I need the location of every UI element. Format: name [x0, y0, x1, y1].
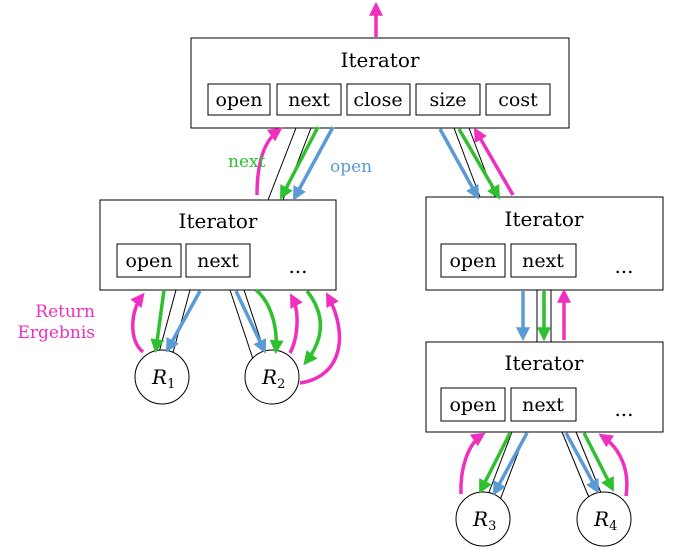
next-call-arrow	[280, 126, 320, 200]
method-open: open	[215, 89, 262, 111]
return-arrow	[255, 127, 283, 196]
method-next-cell	[510, 243, 577, 278]
node-title: Iterator	[505, 351, 584, 375]
relation-letter: R	[472, 507, 488, 531]
relation-letter: R	[261, 365, 277, 389]
open-call-arrow	[165, 290, 202, 353]
node-title: Iterator	[179, 209, 258, 233]
method-size: size	[429, 89, 466, 111]
return-arrow	[598, 433, 629, 497]
method-open: open	[449, 250, 496, 272]
next-call-arrow	[303, 289, 323, 366]
relation-r1: R1	[134, 349, 190, 405]
relation-r3: R3	[455, 491, 511, 547]
node-title: Iterator	[341, 48, 420, 72]
method-open: open	[449, 394, 496, 416]
connector-lines	[156, 127, 605, 501]
relation-letter: R	[151, 365, 167, 389]
method-cost: cost	[498, 89, 538, 111]
method-close: close	[353, 89, 402, 111]
method-open-cell	[440, 243, 506, 278]
more-methods: ...	[614, 397, 633, 421]
method-next: next	[522, 250, 564, 272]
open-label: open	[330, 157, 372, 177]
method-next-cell	[185, 243, 251, 278]
open-call-arrow	[564, 432, 600, 494]
svg-text:R2: R2	[261, 365, 285, 392]
return-label-line2: Ergebnis	[18, 323, 95, 343]
next-label: next	[228, 152, 266, 172]
svg-text:R4: R4	[593, 507, 617, 534]
method-open-cell	[116, 243, 182, 278]
method-next-cell	[510, 387, 577, 422]
method-close-cell	[346, 83, 411, 116]
method-open-cell	[440, 387, 506, 422]
return-arrow	[299, 292, 342, 385]
svg-text:R1: R1	[151, 365, 175, 392]
next-call-arrow	[479, 432, 512, 494]
method-next: next	[197, 250, 239, 272]
next-call-arrow	[254, 288, 284, 355]
relation-r2: R2	[244, 349, 300, 405]
next-call-arrow	[150, 289, 166, 354]
next-call-arrow	[582, 432, 614, 492]
relation-index: 1	[167, 377, 175, 392]
method-next: next	[288, 89, 330, 111]
svg-text:R3: R3	[472, 507, 496, 534]
return-arrow	[130, 292, 145, 354]
more-methods: ...	[614, 254, 633, 278]
method-open-cell	[207, 83, 271, 116]
open-call-arrow	[492, 432, 529, 496]
next-call-arrow	[457, 128, 501, 200]
relation-letter: R	[593, 507, 609, 531]
method-size-cell	[415, 83, 481, 116]
method-cost-cell	[485, 83, 551, 116]
open-call-arrow	[438, 128, 480, 200]
relation-index: 2	[277, 377, 285, 392]
method-next: next	[522, 394, 564, 416]
more-methods: ...	[288, 254, 307, 278]
return-arrow	[288, 293, 303, 354]
iterator-node-top: Iterator open next close size cost	[190, 37, 570, 129]
method-open: open	[125, 250, 172, 272]
method-next-cell	[276, 83, 342, 116]
relation-index: 4	[609, 519, 617, 534]
iterator-node-bottom: Iterator open next ...	[425, 341, 664, 433]
return-label-line1: Return	[35, 302, 95, 322]
open-call-arrow	[234, 290, 267, 354]
relation-r4: R4	[576, 491, 632, 547]
return-arrow	[459, 432, 486, 495]
open-call-arrow	[292, 126, 335, 201]
node-title: Iterator	[505, 207, 584, 231]
iterator-node-right: Iterator open next ...	[425, 196, 664, 291]
iterator-node-left: Iterator open next ...	[99, 199, 337, 291]
return-arrow	[473, 127, 515, 196]
relation-index: 3	[488, 519, 496, 534]
